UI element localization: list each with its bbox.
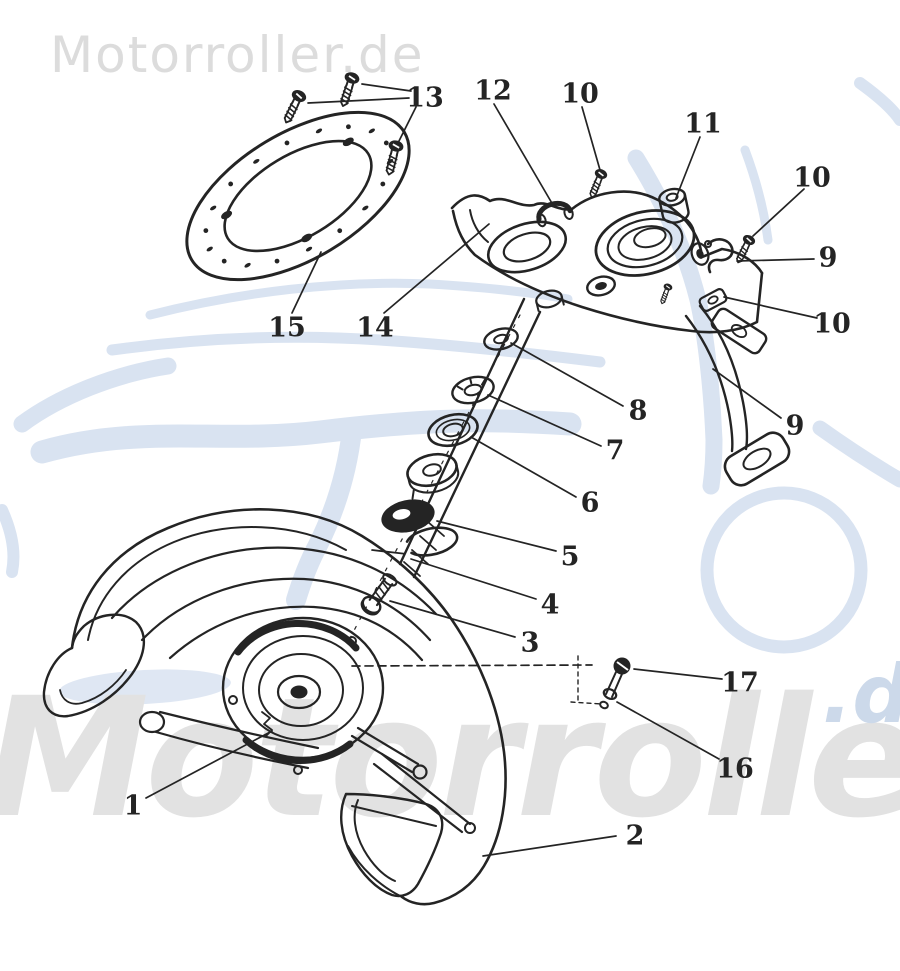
watermark-blob [59, 669, 231, 705]
leader-line [752, 188, 805, 237]
watermark-scooter-sketch [0, 77, 900, 705]
leader-line [712, 368, 782, 419]
fender-stay-bracket [340, 792, 444, 898]
leader-line [307, 97, 410, 104]
leader-line [723, 296, 818, 319]
part-label-10: 10 [561, 79, 599, 110]
part-label-4: 4 [541, 590, 560, 621]
leader-lines [145, 83, 818, 857]
leader-line [487, 394, 602, 447]
snap-ring [371, 526, 459, 557]
fork-arm [684, 304, 791, 487]
bearing-race-upper [427, 412, 479, 448]
leader-line [470, 436, 577, 498]
leader-line [145, 730, 273, 799]
part-label-10: 10 [793, 163, 831, 194]
part-label-16: 16 [716, 754, 754, 785]
stem-collar [535, 289, 565, 312]
part-label-12: 12 [474, 76, 512, 107]
leader-line [482, 835, 617, 857]
part-label-8: 8 [629, 396, 648, 427]
leader-line [581, 106, 601, 171]
axle-foot [723, 431, 791, 487]
stem-bore [586, 275, 616, 297]
part-label-6: 6 [581, 488, 600, 519]
leader-line [510, 342, 624, 407]
perforated-ring-plate [185, 110, 411, 282]
part-label-5: 5 [561, 542, 580, 573]
watermark-word: Motorroller [0, 662, 900, 854]
part-label-10: 10 [813, 309, 851, 340]
exploded-drawing [42, 69, 791, 906]
watermark-tld: .de [822, 648, 900, 741]
front-fender [42, 508, 507, 906]
leader-line [633, 668, 723, 680]
side-lug [690, 242, 710, 266]
leader-line [397, 106, 417, 144]
leader-line [389, 600, 516, 638]
leader-line [736, 258, 815, 262]
part-label-2: 2 [626, 821, 645, 852]
washer [483, 327, 519, 351]
leader-line [493, 103, 554, 206]
leader-line [436, 520, 557, 552]
part-label-9: 9 [819, 243, 838, 274]
part-label-3: 3 [521, 628, 540, 659]
lower-yoke-bracket [450, 190, 764, 334]
part-label-15: 15 [268, 313, 306, 344]
fender-screw [570, 655, 631, 710]
part-label-14: 14 [356, 313, 394, 344]
part-label-1: 1 [124, 791, 143, 822]
leader-line [383, 223, 490, 314]
sealed-bearing [381, 489, 435, 533]
site-logo: Motorroller.de [50, 26, 425, 84]
assembly-axis [347, 314, 521, 643]
leader-line [675, 136, 701, 199]
part-label-13: 13 [406, 83, 444, 114]
leader-line [351, 664, 593, 667]
leader-line [361, 83, 412, 92]
part-label-7: 7 [606, 436, 625, 467]
small-bolt [657, 281, 674, 306]
castle-nut [451, 375, 495, 405]
leader-line [616, 701, 720, 760]
part-label-9: 9 [786, 411, 805, 442]
part-label-11: 11 [684, 109, 722, 140]
leader-line [410, 558, 537, 600]
cable-guide-hook [704, 238, 734, 274]
bearing-race-lower [406, 452, 460, 494]
leader-line [291, 251, 322, 314]
ring-mounting-screws [278, 69, 406, 178]
part-label-17: 17 [721, 668, 759, 699]
